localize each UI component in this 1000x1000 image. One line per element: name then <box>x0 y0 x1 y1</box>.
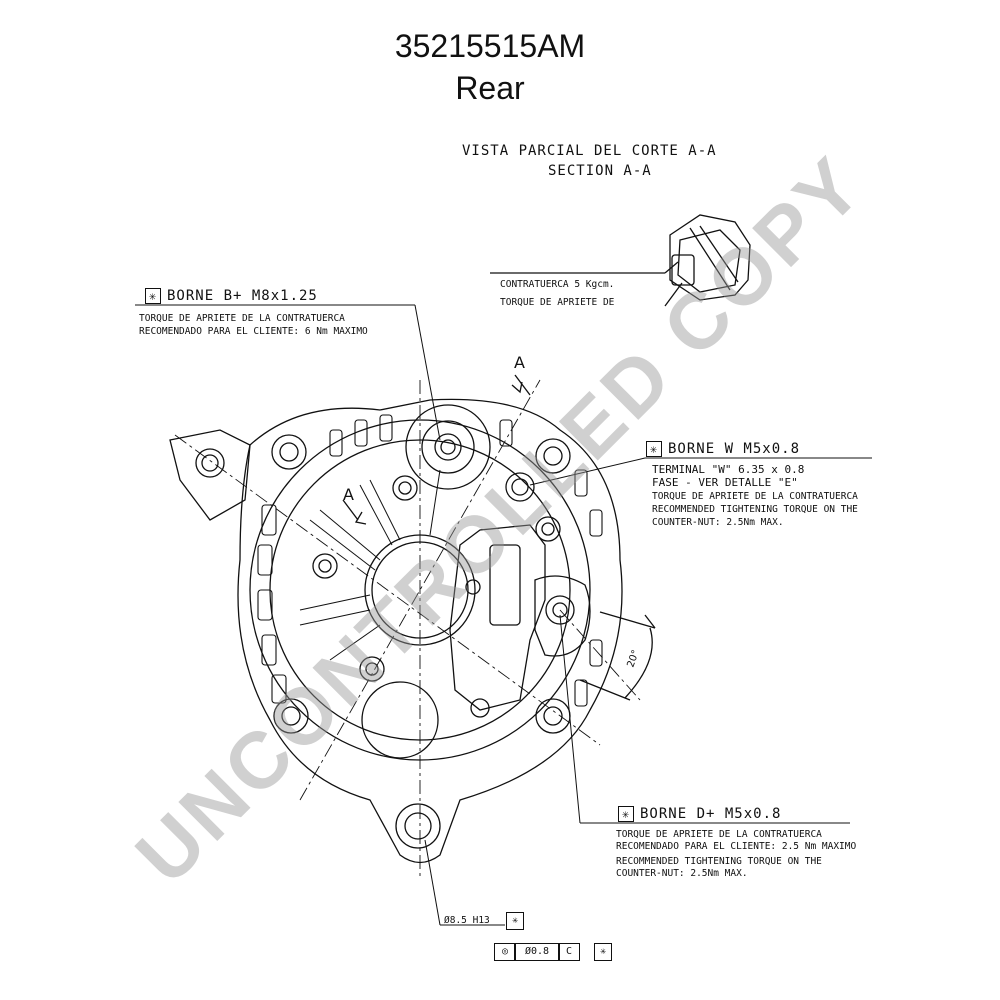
position-tolerance-icon: ◎ <box>494 943 516 961</box>
borne-b-note-1: TORQUE DE APRIETE DE LA CONTRATUERCA <box>139 313 345 324</box>
borne-w-heading: ✳BORNE W M5x0.8 <box>646 441 800 457</box>
contratuerca-torque-label: TORQUE DE APRIETE DE <box>500 297 615 308</box>
datum-reference: C <box>558 943 580 961</box>
position-tolerance-value: Ø0.8 <box>514 943 560 961</box>
borne-w-note-4: RECOMMENDED TIGHTENING TORQUE ON THE <box>652 504 858 515</box>
star-icon: ✳ <box>145 288 161 304</box>
star-icon: ✳ <box>594 943 612 961</box>
borne-w-note-5: COUNTER-NUT: 2.5Nm MAX. <box>652 517 784 528</box>
part-number-title: 35215515AM <box>394 28 586 64</box>
borne-d-note-3: RECOMMENDED TIGHTENING TORQUE ON THE <box>616 856 822 867</box>
section-mark-a-left: A <box>343 485 354 504</box>
hole-tolerance: Ø8.5 H13 <box>444 915 490 926</box>
borne-w-note-1: TERMINAL "W" 6.35 x 0.8 <box>652 463 805 476</box>
section-view-label-en: SECTION A-A <box>548 163 652 179</box>
borne-w-note-3: TORQUE DE APRIETE DE LA CONTRATUERCA <box>652 491 858 502</box>
borne-b-heading: ✳BORNE B+ M8x1.25 <box>145 288 318 304</box>
section-view-label: VISTA PARCIAL DEL CORTE A-A <box>462 143 717 159</box>
section-detail <box>490 214 751 307</box>
borne-d-note-4: COUNTER-NUT: 2.5Nm MAX. <box>616 868 748 879</box>
section-mark-a-top: A <box>514 353 525 372</box>
borne-b-note-2: RECOMENDADO PARA EL CLIENTE: 6 Nm MAXIMO <box>139 326 368 337</box>
view-title: Rear <box>455 70 525 106</box>
star-icon: ✳ <box>646 441 662 457</box>
borne-w-note-2: FASE - VER DETALLE "E" <box>652 476 798 489</box>
contratuerca-label: CONTRATUERCA 5 Kgcm. <box>500 279 615 290</box>
star-icon: ✳ <box>618 806 634 822</box>
borne-d-note-2: RECOMENDADO PARA EL CLIENTE: 2.5 Nm MAXI… <box>616 841 857 852</box>
star-icon: ✳ <box>506 912 524 930</box>
borne-d-heading: ✳BORNE D+ M5x0.8 <box>618 806 781 822</box>
borne-d-note-1: TORQUE DE APRIETE DE LA CONTRATUERCA <box>616 829 822 840</box>
angle-label: 20° <box>625 649 641 669</box>
